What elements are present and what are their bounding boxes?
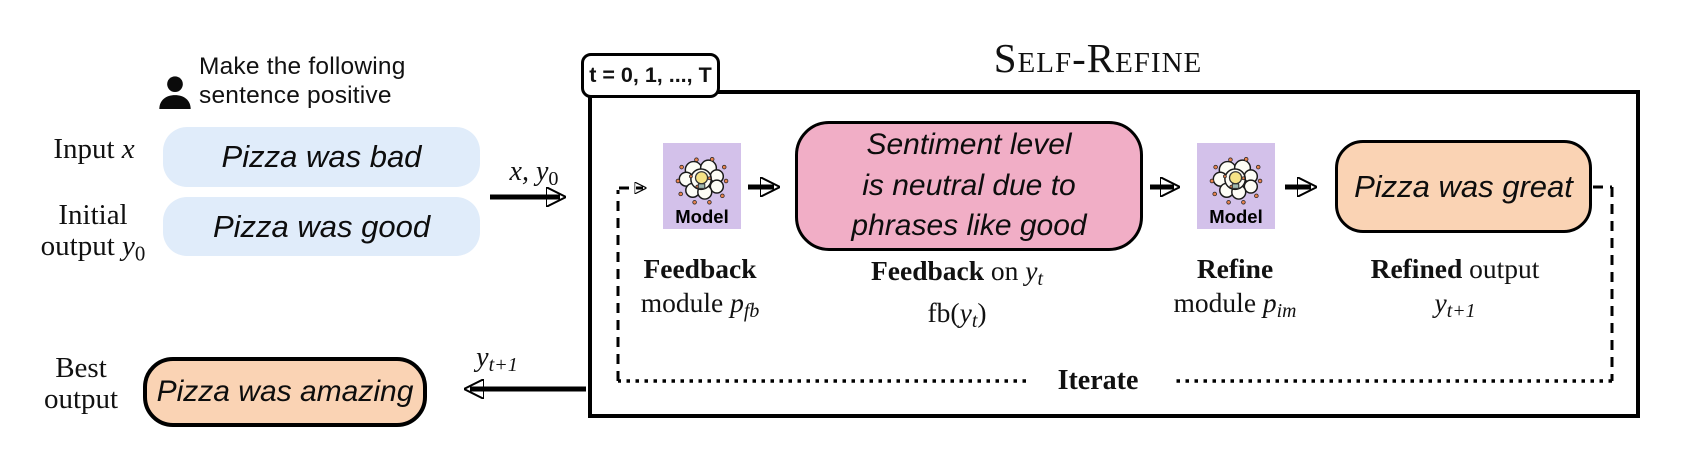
output-arrow-label-var: y [476, 342, 489, 373]
feedback-module-bold: Feedback [588, 252, 812, 286]
output-arrow-label: yt+1 [447, 342, 547, 377]
initial-label-var: y [122, 230, 135, 262]
instruction-line1: Make the following [199, 53, 406, 80]
output-arrow-label-sub: t+1 [488, 354, 518, 377]
best-output-label: Best output [20, 353, 142, 415]
timestep-badge: t = 0, 1, ..., T [581, 53, 720, 98]
refine-module-bold: Refine [1123, 252, 1347, 286]
input-arrow-label-var: x, y [509, 156, 549, 187]
feedback-module-caption: Feedback module pfb [588, 252, 812, 328]
input-label-var: x [121, 133, 135, 165]
initial-output-label: Initial output y0 [14, 200, 172, 269]
instruction-line2: sentence positive [199, 82, 392, 109]
feedback-module-line2: module pfb [588, 286, 812, 328]
input-box: Pizza was bad [163, 127, 480, 187]
model-label: Model [1209, 206, 1263, 227]
feedback-model-tile: Model [663, 143, 741, 229]
feedback-line3: phrases like good [851, 209, 1087, 243]
initial-output-box: Pizza was good [163, 197, 480, 256]
refined-output-sub: t+1 [1446, 300, 1476, 323]
fb-paren-close: ) [977, 297, 987, 329]
refined-output-bold: Refined [1370, 253, 1463, 284]
feedback-module-sub: fb [743, 300, 760, 323]
refine-module-var: p [1262, 287, 1277, 318]
refined-output-line2: yt+1 [1325, 286, 1585, 328]
model-label: Model [675, 206, 729, 227]
model-brain-icon [1209, 157, 1263, 205]
refined-output-text: Pizza was great [1354, 168, 1573, 204]
refined-output-var: y [1434, 287, 1447, 318]
feedback-on-caption: Feedback on yt fb(yt) [822, 254, 1092, 338]
refined-output-rest: output [1462, 253, 1540, 284]
input-arrow-label: x, y0 [478, 156, 590, 191]
refined-output-line1: Refined output [1325, 252, 1585, 286]
refine-module-line2-text: module [1173, 287, 1263, 318]
refine-model-tile: Model [1197, 143, 1275, 229]
self-refine-title: Self-Refine [993, 35, 1203, 81]
fb-paren-open: fb( [927, 297, 960, 329]
feedback-on-text: on [984, 255, 1026, 286]
input-label: Input x [28, 134, 160, 165]
initial-label-line2-text: output [40, 230, 123, 262]
best-label-line1: Best [55, 352, 107, 384]
user-icon [155, 73, 195, 113]
refine-module-bold-text: Refine [1196, 253, 1274, 284]
initial-label-sub: 0 [134, 241, 146, 266]
refine-module-caption: Refine module pim [1123, 252, 1347, 328]
feedback-module-bold-text: Feedback [643, 253, 757, 284]
best-output-box: Pizza was amazing [143, 357, 427, 427]
initial-label-line1: Initial [58, 199, 128, 231]
feedback-on-line2: fb(yt) [822, 296, 1092, 338]
feedback-on-bold: Feedback [870, 255, 985, 286]
feedback-on-sub: t [1037, 268, 1044, 291]
input-arrow-label-sub: 0 [548, 168, 559, 191]
input-box-text: Pizza was bad [221, 139, 422, 174]
feedback-bubble: Sentiment level is neutral due to phrase… [795, 121, 1143, 251]
fb-sub: t [971, 310, 978, 333]
refine-module-sub: im [1276, 300, 1297, 323]
refined-output-bubble: Pizza was great [1335, 140, 1592, 233]
iterate-label: Iterate [1028, 365, 1168, 397]
feedback-on-var: y [1025, 255, 1038, 286]
feedback-module-line2-text: module [640, 287, 731, 318]
initial-output-box-text: Pizza was good [212, 208, 431, 244]
timestep-badge-text: t = 0, 1, ..., T [589, 63, 712, 87]
fb-var: y [959, 297, 972, 329]
input-label-text: Input [53, 133, 122, 165]
feedback-line1: Sentiment level [866, 128, 1072, 162]
refine-module-line2: module pim [1123, 286, 1347, 328]
initial-label-line2: output y0 [14, 231, 172, 269]
refined-output-caption: Refined output yt+1 [1325, 252, 1585, 328]
best-output-box-text: Pizza was amazing [156, 375, 414, 408]
best-label-line2: output [43, 383, 119, 415]
feedback-module-var: p [730, 287, 744, 318]
model-brain-icon [675, 157, 729, 205]
feedback-line2: is neutral due to [862, 168, 1076, 202]
feedback-on-line1: Feedback on yt [822, 254, 1092, 296]
instruction-text: Make the following sentence positive [199, 52, 406, 110]
